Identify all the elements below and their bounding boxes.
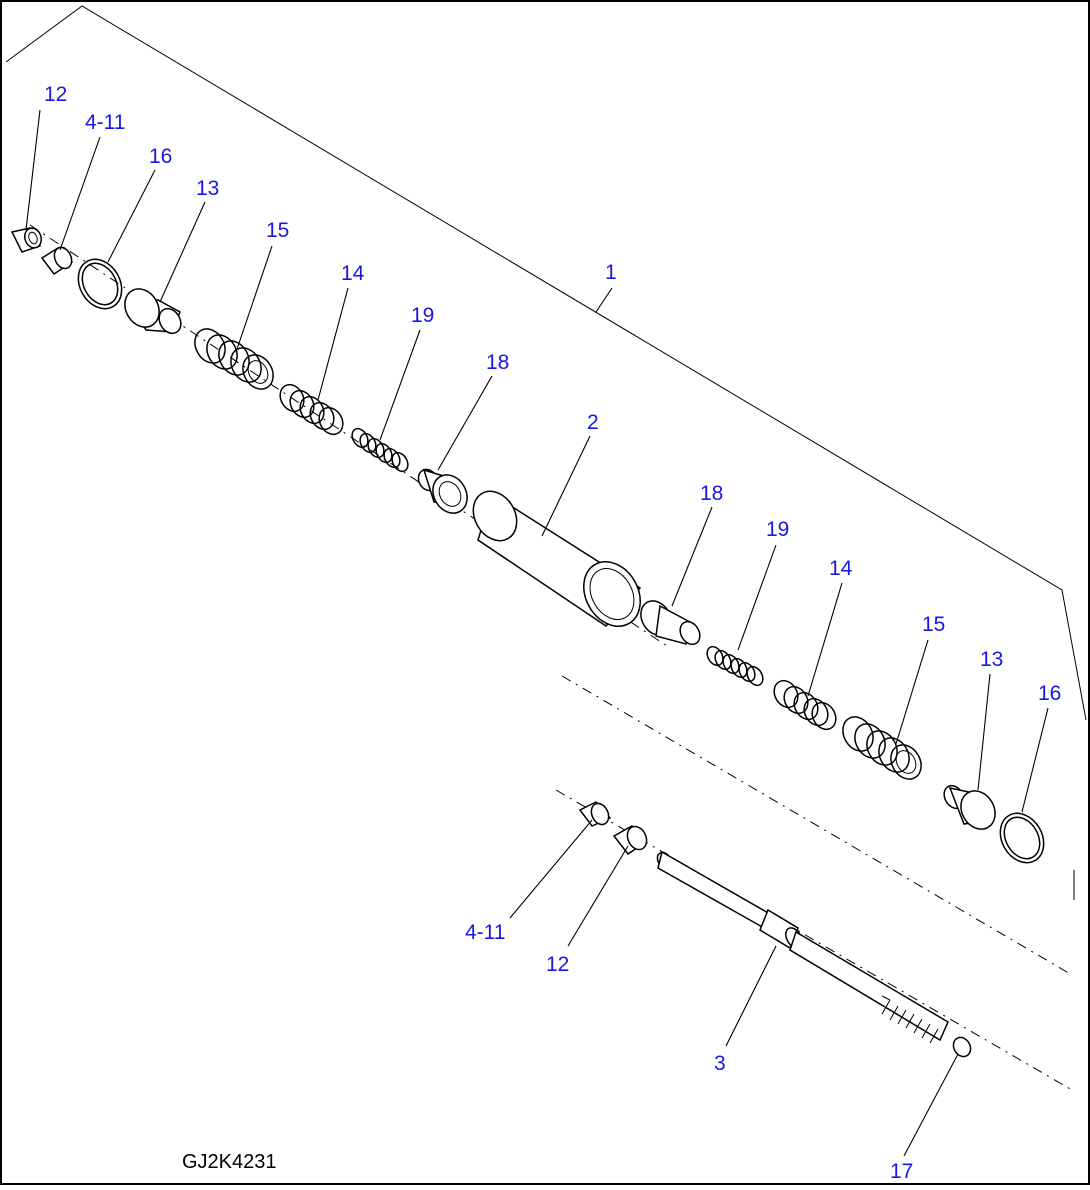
part-12-bushing-lower (612, 825, 648, 856)
callout-19-lower: 19 (766, 518, 789, 541)
callout-3: 3 (714, 1052, 726, 1075)
drawing-id-label: GJ2K4231 (182, 1151, 277, 1173)
part-4-11-shim (40, 246, 74, 276)
part-18-retainer (417, 468, 468, 514)
callout-14: 14 (341, 262, 365, 285)
part-14-middle-spring-lower (773, 679, 837, 731)
part-17-end-plug (952, 1036, 972, 1058)
callout-15: 15 (266, 219, 289, 242)
part-13-spring-seat-lower (943, 784, 996, 830)
part-3-rod (656, 850, 949, 1044)
callout-14-lower: 14 (829, 557, 853, 580)
callout-13-lower: 13 (980, 648, 1003, 671)
callout-15-lower: 15 (922, 613, 945, 636)
callout-12-lower: 12 (546, 953, 569, 976)
callout-13: 13 (196, 177, 219, 200)
callout-16-lower: 16 (1038, 682, 1061, 705)
part-19-inner-spring (351, 427, 409, 473)
callout-19: 19 (411, 304, 434, 327)
callout-16: 16 (149, 145, 172, 168)
leader-lines (25, 109, 1049, 1157)
part-4-11-shim-lower (578, 801, 612, 827)
part-12-bushing (10, 227, 43, 253)
callout-12: 12 (44, 83, 67, 106)
lower-axis-line (561, 675, 1073, 976)
callout-2: 2 (587, 411, 599, 434)
part-15-outer-spring-lower (842, 716, 922, 780)
part-16-snap-ring-lower (999, 812, 1045, 864)
part-16-snap-ring (77, 258, 123, 310)
callout-18-lower: 18 (700, 482, 723, 505)
part-19-inner-spring-lower (706, 645, 764, 687)
assembly-bracket-line (5, 5, 1087, 721)
callout-18: 18 (486, 351, 509, 374)
callout-1: 1 (605, 261, 617, 284)
callout-4-11-lower: 4-11 (465, 921, 505, 944)
part-2-cylinder (472, 490, 642, 627)
part-18-retainer-lower (640, 600, 701, 646)
callout-17: 17 (890, 1160, 913, 1183)
part-14-middle-spring (279, 383, 344, 436)
part-13-spring-seat (124, 288, 182, 335)
part-15-outer-spring (194, 328, 274, 390)
callout-4-11: 4-11 (85, 111, 125, 134)
